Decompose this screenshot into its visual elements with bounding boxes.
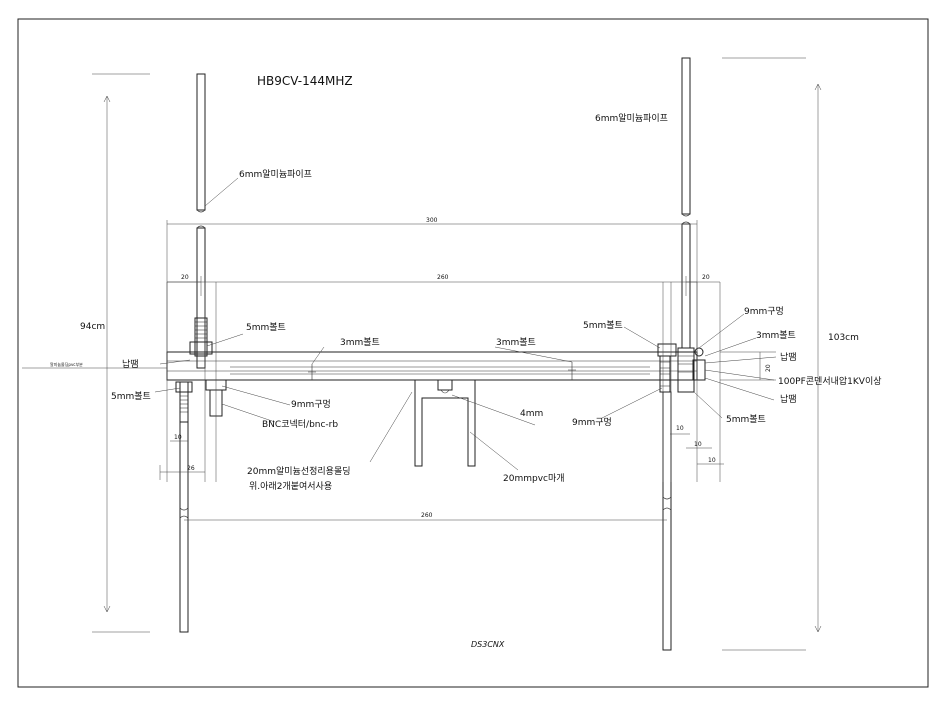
label-solder-right-bottom: 납땜 <box>780 394 797 405</box>
label-bolt5-left-bottom: 5mm볼트 <box>111 391 151 402</box>
label-molding-1: 20mm알미늄선정리용몰딩 <box>247 466 351 477</box>
left-nut-upper <box>189 341 213 355</box>
boom <box>166 351 698 381</box>
label-solder-left: 납땜 <box>122 359 139 370</box>
dim-10-right-2: 10 <box>694 441 702 448</box>
dim-260-bottom: 260 <box>421 512 433 519</box>
drawing-title: HB9CV-144MHZ <box>257 74 353 88</box>
label-bolt5-right-bottom: 5mm볼트 <box>726 414 766 425</box>
label-bnc: BNC코넥터/bnc-rb <box>262 419 338 430</box>
dim-10-right-3: 10 <box>708 457 716 464</box>
label-length-right: 103cm <box>828 333 859 343</box>
label-molding-2: 위.아래2개붙여서사용 <box>249 480 332 492</box>
dim-10-left: 10 <box>174 434 182 441</box>
left-element-middle <box>196 227 206 369</box>
label-pipe-right: 6mm알미늄파이프 <box>595 113 668 124</box>
left-element-lower <box>179 381 189 633</box>
pvc-mount <box>414 379 476 467</box>
right-element-upper <box>681 57 691 215</box>
dim-300: 300 <box>426 217 438 224</box>
right-bolt-inner <box>677 347 695 393</box>
leader-lines <box>154 177 777 471</box>
length-markers <box>92 57 822 651</box>
left-element <box>179 73 206 633</box>
drawing-frame <box>17 18 929 688</box>
bolt3-left-mark <box>308 364 316 380</box>
label-molding-pvc: 알미늄몰딩pvc부분 <box>50 361 83 367</box>
bolt3-mid-mark <box>568 362 576 380</box>
right-element-lower <box>662 391 672 651</box>
label-mount: 20mmpvc마개 <box>503 473 565 484</box>
left-bolt-assembly <box>175 317 227 423</box>
dim-26: 26 <box>187 465 195 472</box>
label-bolt3-mid: 3mm볼트 <box>496 337 536 348</box>
mount-bolt-head <box>437 379 453 391</box>
left-bolt-upper <box>194 317 208 357</box>
label-bolt3-right: 3mm볼트 <box>756 330 796 341</box>
right-nut-upper <box>657 343 677 357</box>
label-hole9-right: 9mm구멍 <box>744 306 784 317</box>
dimension-lines <box>22 220 776 521</box>
label-pipe-left: 6mm알미늄파이프 <box>239 169 312 180</box>
dim-260-top: 260 <box>437 274 449 281</box>
right-bolt-assembly <box>657 343 706 393</box>
dim-20-vertical: 20 <box>765 364 772 372</box>
label-gap: 4mm <box>520 409 543 419</box>
dim-20-right: 20 <box>702 274 710 281</box>
left-element-break-top <box>196 209 206 213</box>
boom-outline <box>166 351 698 381</box>
label-solder-right-top: 납땜 <box>780 352 797 363</box>
label-bolt3-left: 3mm볼트 <box>340 337 380 348</box>
signature: DS3CNX <box>471 640 505 649</box>
dim-20-left: 20 <box>181 274 189 281</box>
label-capacitor: 100PF콘덴서내압1KV이상 <box>778 375 882 387</box>
label-bolt5-left-top: 5mm볼트 <box>246 322 286 333</box>
label-length-left: 94cm <box>80 322 105 332</box>
label-hole9-mid: 9mm구멍 <box>572 417 612 428</box>
dim-10-right-1: 10 <box>676 425 684 432</box>
left-element-upper <box>196 73 206 211</box>
left-bolt-lower <box>179 391 189 423</box>
label-hole9-left: 9mm구멍 <box>291 399 331 410</box>
label-bolt5-right-top: 5mm볼트 <box>583 320 623 331</box>
